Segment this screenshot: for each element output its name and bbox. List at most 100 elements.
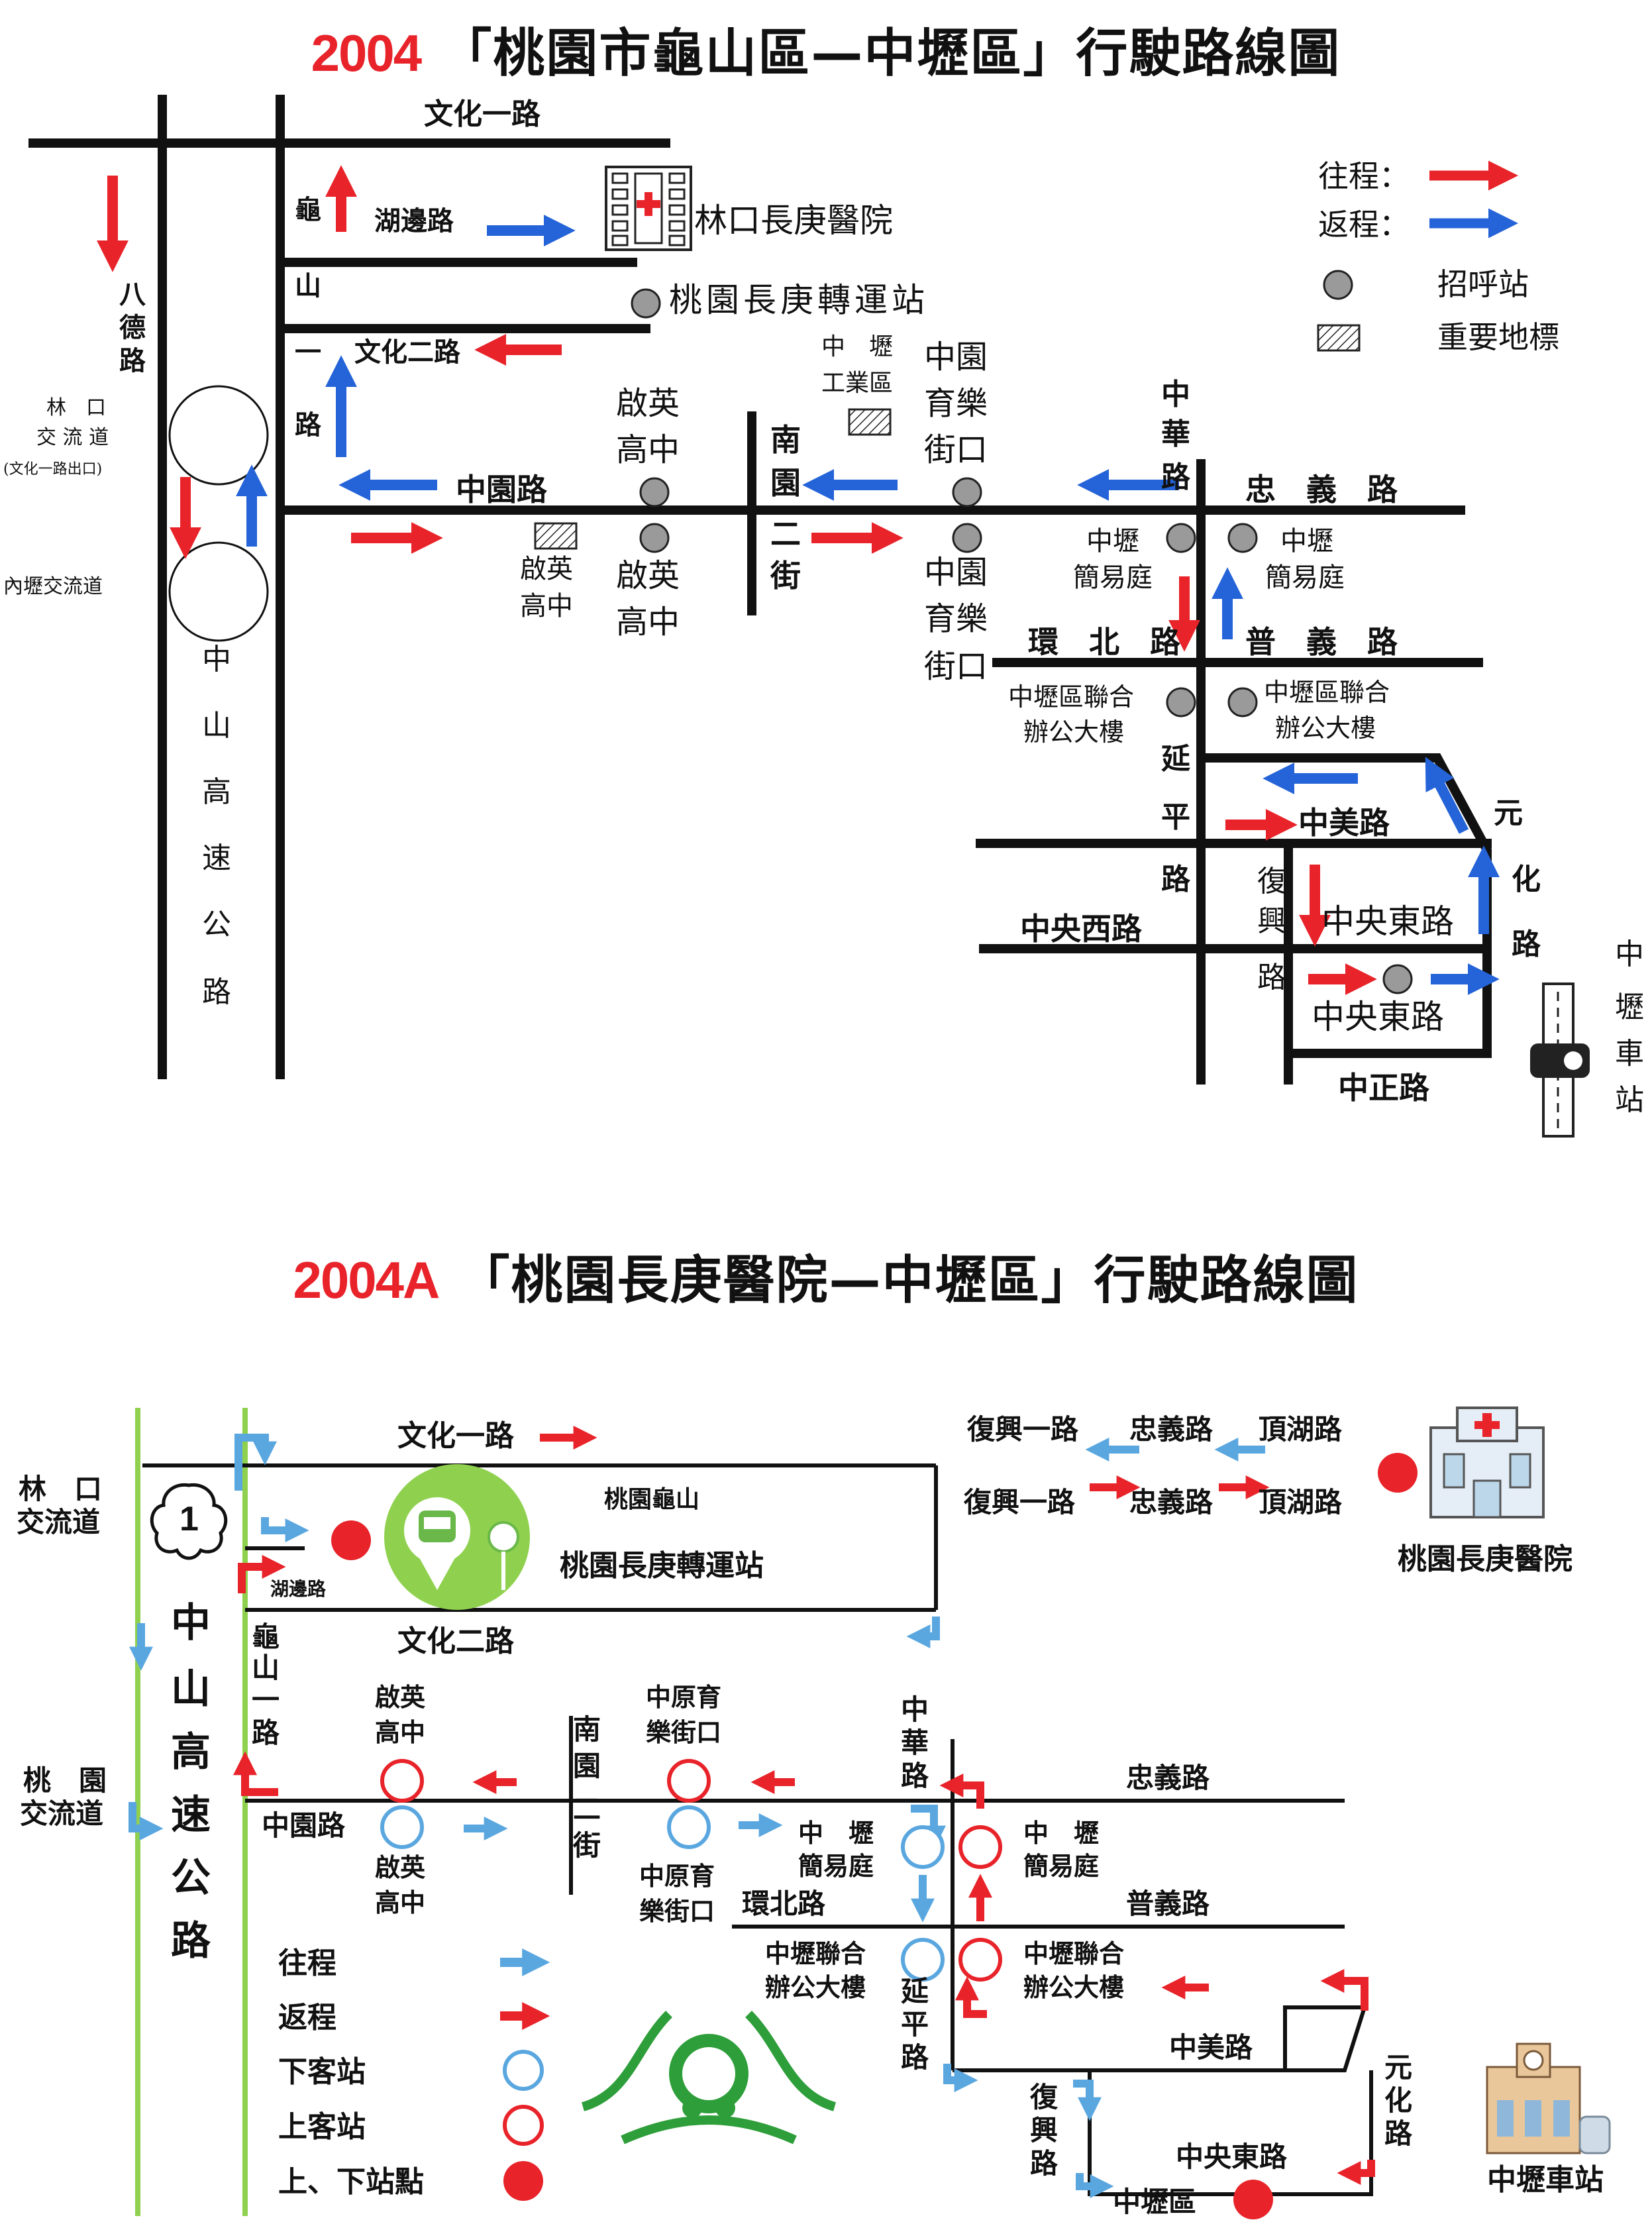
label-zhonghua: 中 華 路: [901, 1693, 929, 1792]
label-yule-top: 中原育 樂街口: [646, 1683, 721, 1747]
label-zhongyangdong-2: 中央東路: [1312, 998, 1444, 1036]
label-freeway: 中 山 高 速 公 路: [202, 643, 231, 1009]
label-guishan-char: 龜: [252, 1620, 280, 1653]
stop-yule-board: [667, 1759, 711, 1803]
label-hubian: 湖邊路: [270, 1578, 327, 1600]
label-zhongyuan: 中園路: [262, 1809, 346, 1842]
label-qiying-top: 啟英 高中: [375, 1683, 426, 1747]
label-line: 辦公大樓: [765, 1973, 866, 2002]
label-huanbei: 環北路: [742, 1887, 826, 1920]
label-yanping-char: 平: [1161, 800, 1190, 834]
label-yule-bottom: 中園 育樂 街口: [924, 554, 988, 685]
label-nanyuan-char: 南: [770, 422, 801, 458]
legend-return-label: 返程: [278, 2001, 336, 2035]
label-line: 交流道: [17, 1506, 100, 1538]
label-office-left: 中壢聯合 辦公大樓: [765, 1939, 866, 2002]
map1-route-code: 2004: [311, 24, 423, 82]
label-jianyiting-right: 中 壢 簡易庭: [1023, 1819, 1099, 1881]
legend-outbound-label: 往程: [278, 1946, 336, 1980]
label-fuxing: 復 興 路: [1257, 865, 1286, 994]
road-zhongyangdong-loop: [1088, 2070, 1373, 2196]
stop-jianyiting-left: [1166, 523, 1196, 553]
label-guishan-char: 山: [295, 270, 321, 301]
freeway-shield-icon: 1: [150, 1483, 228, 1560]
label-nanyuan-char: 南: [573, 1713, 601, 1746]
bus-station-logo-icon: [384, 1464, 530, 1610]
legend-alight-icon: [503, 2050, 544, 2091]
label-line: 工業區: [821, 370, 893, 397]
label-line: 啟英: [616, 385, 680, 422]
label-freeway: 中 山 高 速 公 路: [171, 1600, 211, 1964]
map2-route-code: 2004A: [293, 1251, 440, 1309]
label-yuanhua-char: 元: [1494, 796, 1523, 830]
arrow-fuxing-down: [1073, 2080, 1102, 2121]
label-line: 中 壢: [798, 1819, 874, 1848]
label-nanyuan2: 南 園 二 街: [770, 422, 801, 594]
stop-transit: [331, 1520, 371, 1560]
arrow-wenhua2-down: [906, 1617, 940, 1648]
label-office-right: 中壢聯合 辦公大樓: [1023, 1939, 1124, 2002]
label-bade-char: 德: [119, 312, 146, 343]
label-freeway-char: 高: [171, 1729, 211, 1776]
label-fuxing-char: 路: [1030, 2147, 1058, 2180]
label-line: 簡易庭: [1073, 562, 1153, 593]
label-puyi: 普義路: [1126, 1887, 1210, 1920]
label-line: 中壢區聯合: [1008, 682, 1134, 712]
label-guishan-char: 路: [295, 409, 322, 441]
label-line: 中原育: [639, 1862, 715, 1891]
label-line: 啟英: [520, 554, 573, 584]
legend-board-icon: [503, 2105, 544, 2146]
label-zhongmei: 中美路: [1298, 805, 1390, 841]
label-qiying-landmark: 啟英 高中: [520, 554, 573, 621]
label-station: 中壢車站: [1487, 2163, 1604, 2197]
arrow-zhonghua-turn: [939, 1774, 984, 1809]
stop-jianyiting-right: [1227, 523, 1258, 553]
map1-stops: [631, 288, 1413, 994]
label-nanyuan-char: 街: [770, 558, 801, 594]
label-industrial: 中 壢 工業區: [821, 333, 893, 397]
label-fuxing: 復 興 路: [1029, 2081, 1058, 2180]
legend-return-label: 返程：: [1318, 207, 1410, 242]
stop-qiying-alight: [380, 1805, 424, 1849]
hospital-icon: [1429, 1406, 1545, 1518]
label-yule-top: 中園 育樂 街口: [924, 339, 988, 468]
road-zhongmei-yuanhua: [953, 2005, 1368, 2072]
label-guishan-char: 山: [252, 1652, 280, 1684]
label-fuxing1-bottom: 復興一路: [963, 1486, 1076, 1518]
label-puyi: 普 義 路: [1245, 624, 1398, 660]
label-line: 高中: [520, 591, 573, 621]
label-line: 啟英: [616, 557, 680, 594]
label-fuxing-char: 興: [1257, 904, 1286, 938]
label-zhongyangxi: 中央西路: [1020, 911, 1143, 947]
label-qiying-top: 啟英 高中: [616, 385, 680, 468]
label-office-right: 中壢區聯合 辦公大樓: [1264, 678, 1390, 743]
station-icon: [1530, 982, 1590, 1138]
label-station-char: 車: [1615, 1037, 1644, 1071]
label-nanyuan-char: 園: [573, 1750, 601, 1782]
label-guishan-char: 龜: [295, 194, 321, 225]
label-zhongyangdong-1: 中央東路: [1321, 902, 1454, 941]
map2-route-name: 「桃園長庚醫院—中壢區」行駛路線圖: [458, 1251, 1359, 1310]
label-guishan-char: 一: [252, 1683, 280, 1716]
label-qiying-bottom: 啟英 高中: [375, 1853, 426, 1917]
label-line: 簡易庭: [798, 1852, 874, 1881]
label-yuanhua-char: 路: [1512, 928, 1541, 961]
label-line: 樂街口: [646, 1718, 721, 1747]
label-line: 高中: [375, 1888, 425, 1917]
label-jianyiting-left: 中壢 簡易庭: [1073, 526, 1153, 593]
arrow-yuanhua-up: [1425, 757, 1469, 834]
legend-board-label: 上客站: [278, 2110, 366, 2144]
label-yanping-char: 延: [901, 1975, 929, 2007]
map1-route-name: 「桃園市龜山區—中壢區」行駛路線圖: [440, 24, 1341, 83]
arrow-fuxing-exit: [1076, 2173, 1114, 2198]
label-zhongzheng: 中正路: [1338, 1070, 1430, 1106]
label-freeway-char: 公: [202, 908, 231, 941]
label-wenhua1: 文化一路: [424, 97, 541, 131]
map2-roads: [142, 1463, 1373, 2196]
arrow-hubian-up: [238, 1555, 286, 1593]
label-yuanhua: 元 化 路: [1494, 796, 1541, 961]
legend-both-label: 上、下站點: [278, 2165, 424, 2199]
label-line: 交 流 道: [36, 426, 109, 449]
label-line: (文化一路出口): [3, 461, 102, 478]
label-yanping: 延 平 路: [901, 1975, 929, 2074]
